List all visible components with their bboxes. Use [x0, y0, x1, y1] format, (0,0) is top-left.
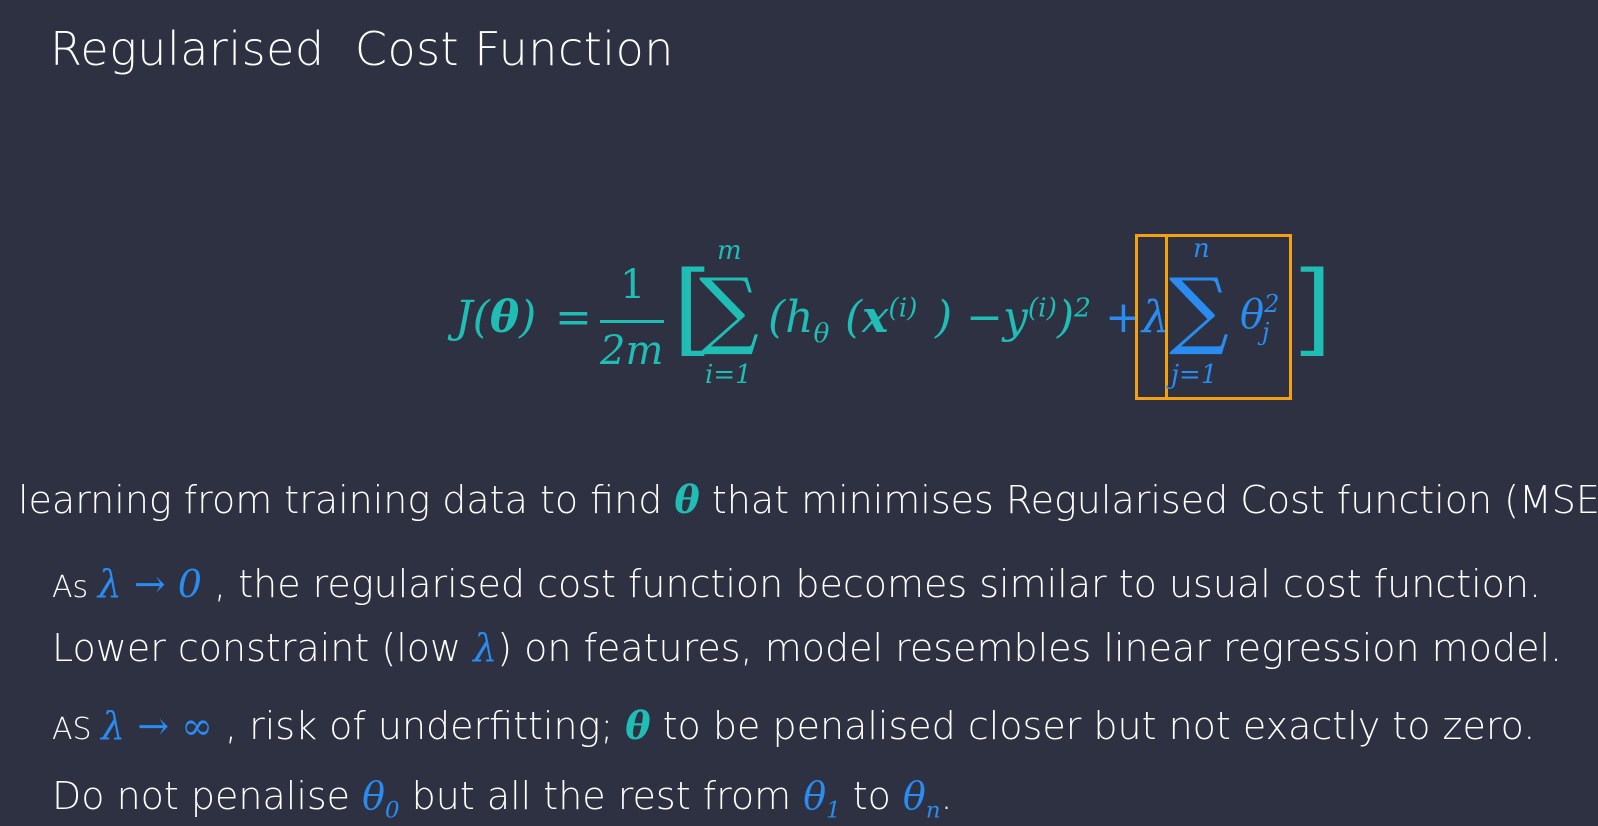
formula-hypothesis: (hθ	[768, 292, 830, 349]
sum1-lower: i=1	[705, 360, 752, 390]
lambda-zero-line: As λ → 0 , the regularised cost function…	[52, 562, 1542, 606]
sum2-upper: n	[1193, 234, 1210, 264]
theta-zero-line: Do not penalise θ0 but all the rest from…	[52, 774, 953, 824]
sum2-lower: j=1	[1171, 360, 1218, 390]
formula-x: (x(i)	[845, 292, 918, 343]
fraction-bar	[600, 320, 664, 323]
regularised-cost-formula: J(θ) = 1 2m [ m ∑ i=1 (hθ (x(i) ) −y(i))…	[455, 234, 1355, 410]
low-constraint-line: Lower constraint (low λ) on features, mo…	[52, 626, 1563, 670]
sum-term-box	[1165, 234, 1292, 400]
sum1-upper: m	[717, 236, 742, 266]
bracket-close: ]	[1293, 250, 1333, 367]
learning-summary-line: learning from training data to find θ th…	[18, 477, 1598, 522]
sum1-sigma: ∑	[699, 260, 759, 358]
formula-lhs: J(θ)	[455, 292, 537, 343]
sum2-sigma: ∑	[1169, 260, 1229, 358]
formula-y: ) −y(i))2	[935, 292, 1091, 343]
slide-title: Regularised Cost Function	[50, 22, 674, 76]
formula-frac-den: 2m	[600, 328, 664, 374]
lambda-infinity-line: AS λ → ∞ , risk of underfitting; θ to be…	[52, 703, 1536, 748]
bracket-open: [	[673, 250, 713, 367]
formula-equals: =	[555, 292, 592, 343]
formula-frac-num: 1	[620, 262, 646, 308]
